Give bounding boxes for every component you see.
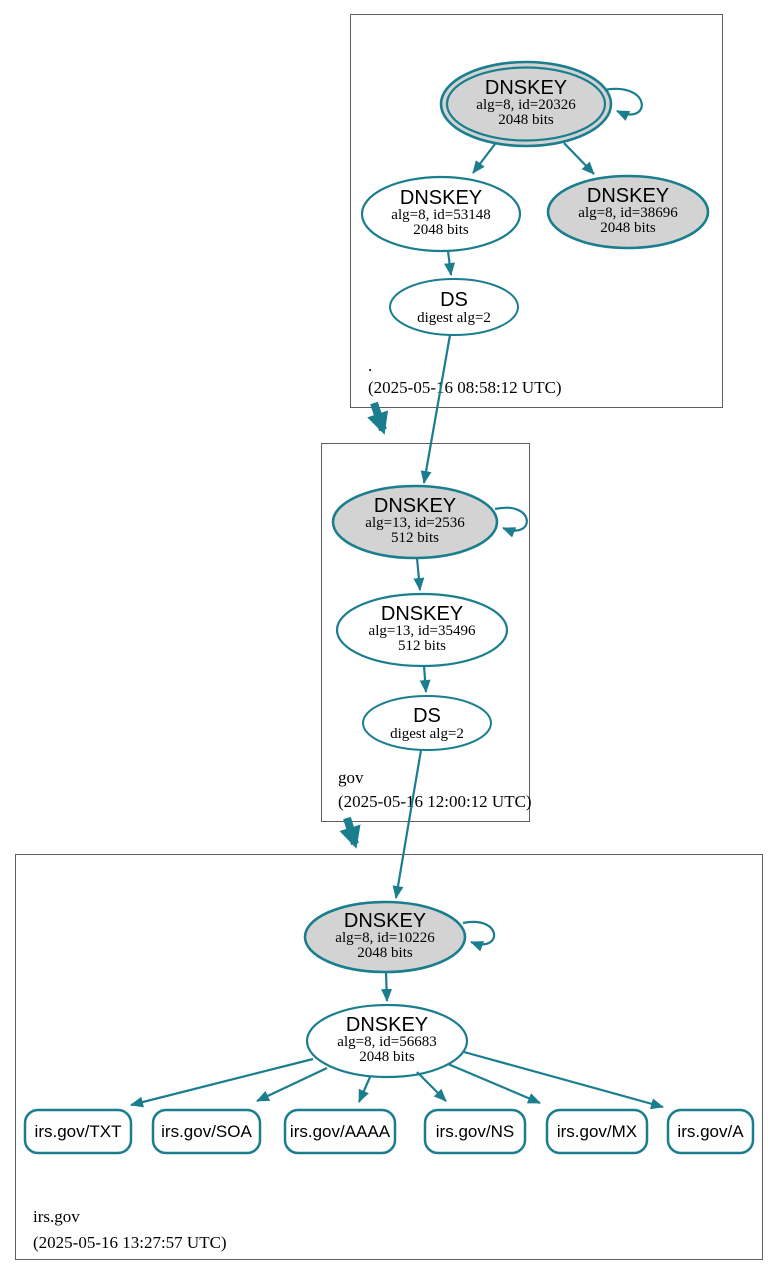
node-gov-zsk-dnskey-35496: DNSKEY alg=13, id=35496 512 bits [335, 592, 509, 668]
edge-root-ds-to-gov-ksk [420, 334, 452, 484]
root-ds-detail: digest alg=2 [417, 310, 491, 326]
root-zsk-bits: 2048 bits [413, 222, 469, 238]
node-gov-ksk-dnskey-2536: DNSKEY alg=13, id=2536 512 bits [331, 484, 499, 560]
zone-root: DNSKEY alg=8, id=20326 2048 bits DNSKEY … [350, 14, 723, 408]
gov-ds-detail: digest alg=2 [390, 726, 464, 742]
rrset-ns-box [423, 1108, 527, 1155]
zone-timestamp-irs-gov: (2025-05-16 13:27:57 UTC) [33, 1233, 227, 1252]
edge-root-ksk-self-loop [603, 87, 643, 121]
rrset-irs-gov-ns: irs.gov/NS [423, 1108, 527, 1155]
root-zsk-ellipse [360, 175, 522, 253]
irs-zsk-title: DNSKEY [346, 1014, 428, 1036]
node-root-ksk-dnskey-20326: DNSKEY alg=8, id=20326 2048 bits [439, 60, 613, 148]
edge-root-ksk-to-zsk [472, 143, 496, 174]
edge-irs-ksk-to-zsk [381, 971, 393, 1002]
root-ksk-detail: alg=8, id=20326 [476, 97, 576, 113]
node-irs-ksk-dnskey-10226: DNSKEY alg=8, id=10226 2048 bits [303, 900, 467, 974]
irs-ksk-title: DNSKEY [344, 910, 426, 932]
zone-timestamp-root: (2025-05-16 08:58:12 UTC) [368, 378, 562, 397]
rrset-txt-box [23, 1108, 133, 1155]
irs-zsk-detail: alg=8, id=56683 [337, 1034, 436, 1050]
gov-ksk-ellipse [331, 484, 499, 560]
rrset-soa-label: irs.gov/SOA [161, 1122, 252, 1141]
zone-label-irs-gov: irs.gov [33, 1207, 80, 1226]
zone-label-root: . [368, 356, 372, 375]
node-irs-zsk-dnskey-56683: DNSKEY alg=8, id=56683 2048 bits [305, 1003, 469, 1079]
rrset-txt-label: irs.gov/TXT [35, 1122, 122, 1141]
irs-zsk-ellipse [305, 1003, 469, 1079]
edge-irs-zsk-to-txt [130, 1057, 314, 1108]
gov-zsk-bits: 512 bits [398, 638, 446, 654]
node-root-ds: DS digest alg=2 [389, 278, 519, 336]
root-key3-ellipse [546, 174, 710, 250]
irs-ksk-ellipse [303, 900, 467, 974]
root-ksk-outer-ellipse [439, 60, 613, 148]
rrset-aaaa-box [283, 1108, 397, 1155]
node-root-zsk-dnskey-53148: DNSKEY alg=8, id=53148 2048 bits [360, 175, 522, 253]
gov-ds-title: DS [413, 705, 441, 727]
edge-gov-delegation-to-irs [339, 816, 361, 849]
gov-ksk-detail: alg=13, id=2536 [365, 515, 465, 531]
zone-box-gov [321, 443, 530, 822]
root-ds-ellipse [389, 278, 519, 336]
zone-box-irs-gov [15, 854, 763, 1260]
zone-irs-gov: DNSKEY alg=8, id=10226 2048 bits DNSKEY … [15, 854, 763, 1260]
edge-irs-zsk-to-ns [416, 1071, 447, 1102]
zone-label-gov: gov [338, 768, 364, 787]
gov-ksk-title: DNSKEY [374, 495, 456, 517]
irs-ksk-detail: alg=8, id=10226 [335, 930, 435, 946]
irs-zsk-bits: 2048 bits [359, 1049, 415, 1065]
rrset-a-label: irs.gov/A [677, 1122, 744, 1141]
root-zsk-title: DNSKEY [400, 187, 482, 209]
rrset-irs-gov-mx: irs.gov/MX [545, 1108, 649, 1155]
rrset-ns-label: irs.gov/NS [436, 1122, 514, 1141]
zone-timestamp-gov: (2025-05-16 12:00:12 UTC) [338, 792, 532, 811]
edge-irs-zsk-to-soa [256, 1067, 328, 1102]
gov-ksk-bits: 512 bits [391, 530, 439, 546]
gov-ds-ellipse [362, 695, 492, 751]
root-ds-title: DS [440, 289, 468, 311]
gov-zsk-detail: alg=13, id=35496 [369, 623, 476, 639]
root-key3-detail: alg=8, id=38696 [578, 205, 678, 221]
edge-irs-ksk-self-loop [462, 920, 496, 952]
gov-zsk-ellipse [335, 592, 509, 668]
edge-irs-zsk-to-aaaa [357, 1076, 372, 1103]
irs-ksk-bits: 2048 bits [357, 945, 413, 961]
gov-zsk-title: DNSKEY [381, 603, 463, 625]
root-zsk-detail: alg=8, id=53148 [391, 207, 490, 223]
root-ksk-bits: 2048 bits [498, 112, 554, 128]
edge-irs-zsk-to-mx [447, 1062, 541, 1105]
root-ksk-inner-ellipse [445, 66, 607, 142]
rrset-soa-box [151, 1108, 262, 1155]
rrset-irs-gov-aaaa: irs.gov/AAAA [283, 1108, 397, 1155]
root-ksk-title: DNSKEY [485, 77, 567, 99]
edge-gov-ds-to-irs-ksk [392, 749, 423, 899]
zone-gov: DNSKEY alg=13, id=2536 512 bits DNSKEY a… [321, 443, 532, 822]
edge-root-delegation-to-gov [367, 401, 389, 435]
rrset-irs-gov-soa: irs.gov/SOA [151, 1108, 262, 1155]
rrset-mx-label: irs.gov/MX [557, 1122, 637, 1141]
zone-box-root [350, 14, 723, 408]
edge-gov-ksk-to-zsk [413, 557, 425, 591]
rrset-irs-gov-txt: irs.gov/TXT [23, 1108, 133, 1155]
node-root-dnskey-38696: DNSKEY alg=8, id=38696 2048 bits [546, 174, 710, 250]
edge-root-zsk-to-ds [444, 250, 455, 276]
rrset-irs-gov-a: irs.gov/A [666, 1108, 755, 1155]
root-key3-title: DNSKEY [587, 185, 669, 207]
edge-gov-ksk-self-loop [494, 506, 528, 538]
edge-irs-zsk-to-a [463, 1050, 664, 1110]
edge-gov-zsk-to-ds [419, 665, 431, 693]
node-gov-ds: DS digest alg=2 [362, 695, 492, 751]
rrset-mx-box [545, 1108, 649, 1155]
edge-root-ksk-to-key3 [563, 142, 595, 175]
root-key3-bits: 2048 bits [600, 220, 656, 236]
rrset-a-box [666, 1108, 755, 1155]
rrset-aaaa-label: irs.gov/AAAA [290, 1122, 391, 1141]
